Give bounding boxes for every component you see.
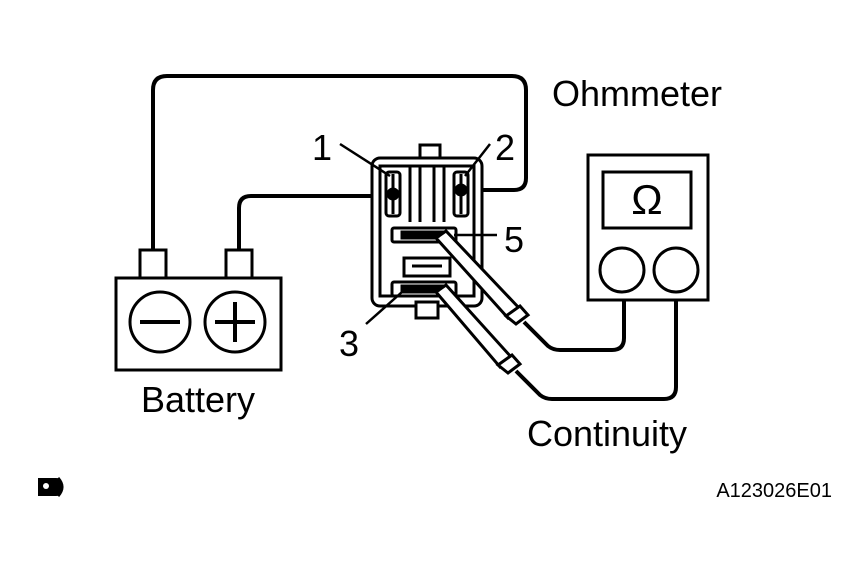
lead-upper xyxy=(522,292,626,352)
ohmmeter-probes xyxy=(425,229,531,375)
terminal-1 xyxy=(384,170,402,218)
pin-label-5: 5 xyxy=(504,219,524,260)
ohmmeter-label: Ohmmeter xyxy=(552,73,722,114)
probe-lower xyxy=(425,283,523,375)
relay xyxy=(370,143,484,320)
battery-wires xyxy=(151,74,528,250)
positive-wire xyxy=(237,194,392,250)
ohmmeter-jack-left xyxy=(598,246,646,294)
probe-leads xyxy=(514,292,678,401)
ohmmeter xyxy=(586,153,710,302)
plus-icon xyxy=(203,290,267,354)
terminal-2 xyxy=(452,170,470,218)
battery-label: Battery xyxy=(141,379,255,420)
connection-mark-icon xyxy=(38,477,64,497)
ohm-symbol: Ω xyxy=(631,176,662,223)
ohmmeter-display xyxy=(601,170,693,230)
ohmmeter-jack-right xyxy=(652,246,700,294)
negative-wire xyxy=(151,74,528,250)
probe-upper xyxy=(425,229,531,326)
continuity-label: Continuity xyxy=(527,413,687,454)
lead-lower xyxy=(514,292,678,401)
relay-middle-pocket xyxy=(402,256,452,278)
figure-code: A123026E01 xyxy=(716,480,832,502)
battery-negative-post xyxy=(138,248,168,280)
pin-label-2: 2 xyxy=(495,127,515,168)
relay-bottom-latch xyxy=(414,300,440,320)
pin-leaders xyxy=(339,142,497,325)
battery-positive-post xyxy=(224,248,254,280)
battery xyxy=(114,248,283,372)
pin-label-3: 3 xyxy=(339,323,359,364)
minus-icon xyxy=(128,290,192,354)
pin-label-1: 1 xyxy=(312,127,332,168)
